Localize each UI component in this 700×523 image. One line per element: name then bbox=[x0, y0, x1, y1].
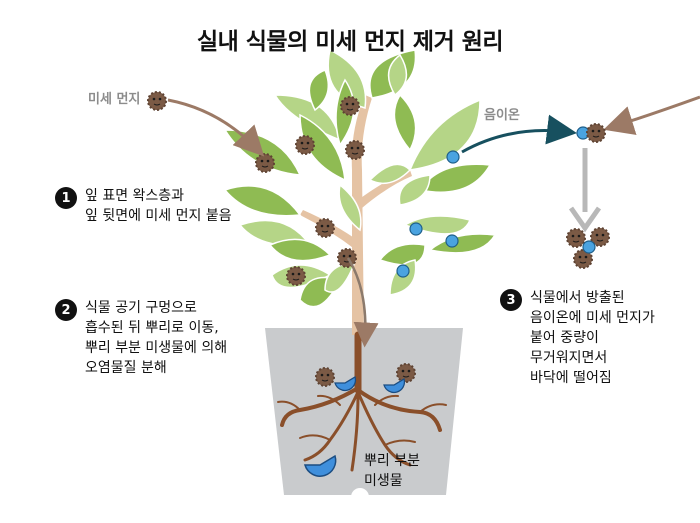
step-1-text: 잎 표면 왁스층과 잎 뒷면에 미세 먼지 붙음 bbox=[85, 186, 232, 226]
step-number-badge-icon: 3 bbox=[500, 289, 522, 311]
step-2: 2 식물 공기 구멍으로 흡수된 뒤 뿌리로 이동, 뿌리 부분 미생물에 의해… bbox=[55, 298, 227, 378]
ion-arrow bbox=[462, 131, 568, 152]
root-microbe-label: 뿌리 부분 미생물 bbox=[364, 451, 420, 491]
diagram-title: 실내 식물의 미세 먼지 제거 원리 bbox=[0, 22, 700, 56]
step-number-badge-icon: 2 bbox=[55, 299, 77, 321]
ion-dust-cluster-top bbox=[577, 124, 605, 142]
dust-label: 미세 먼지 bbox=[88, 88, 140, 107]
ion-label: 음이온 bbox=[484, 104, 520, 123]
step-3-text: 식물에서 방출된 음이온에 미세 먼지가 붙어 중량이 무거워지면서 바닥에 떨… bbox=[530, 288, 655, 388]
step-2-text: 식물 공기 구멍으로 흡수된 뒤 뿌리로 이동, 뿌리 부분 미생물에 의해 오… bbox=[85, 298, 227, 378]
step-number-badge-icon: 1 bbox=[55, 187, 77, 209]
ion-dust-cluster-heavy bbox=[567, 228, 609, 268]
step-3: 3 식물에서 방출된 음이온에 미세 먼지가 붙어 중량이 무거워지면서 바닥에… bbox=[500, 288, 655, 388]
incoming-dust-arrow bbox=[612, 97, 700, 127]
step-1: 1 잎 표면 왁스층과 잎 뒷면에 미세 먼지 붙음 bbox=[55, 186, 232, 226]
